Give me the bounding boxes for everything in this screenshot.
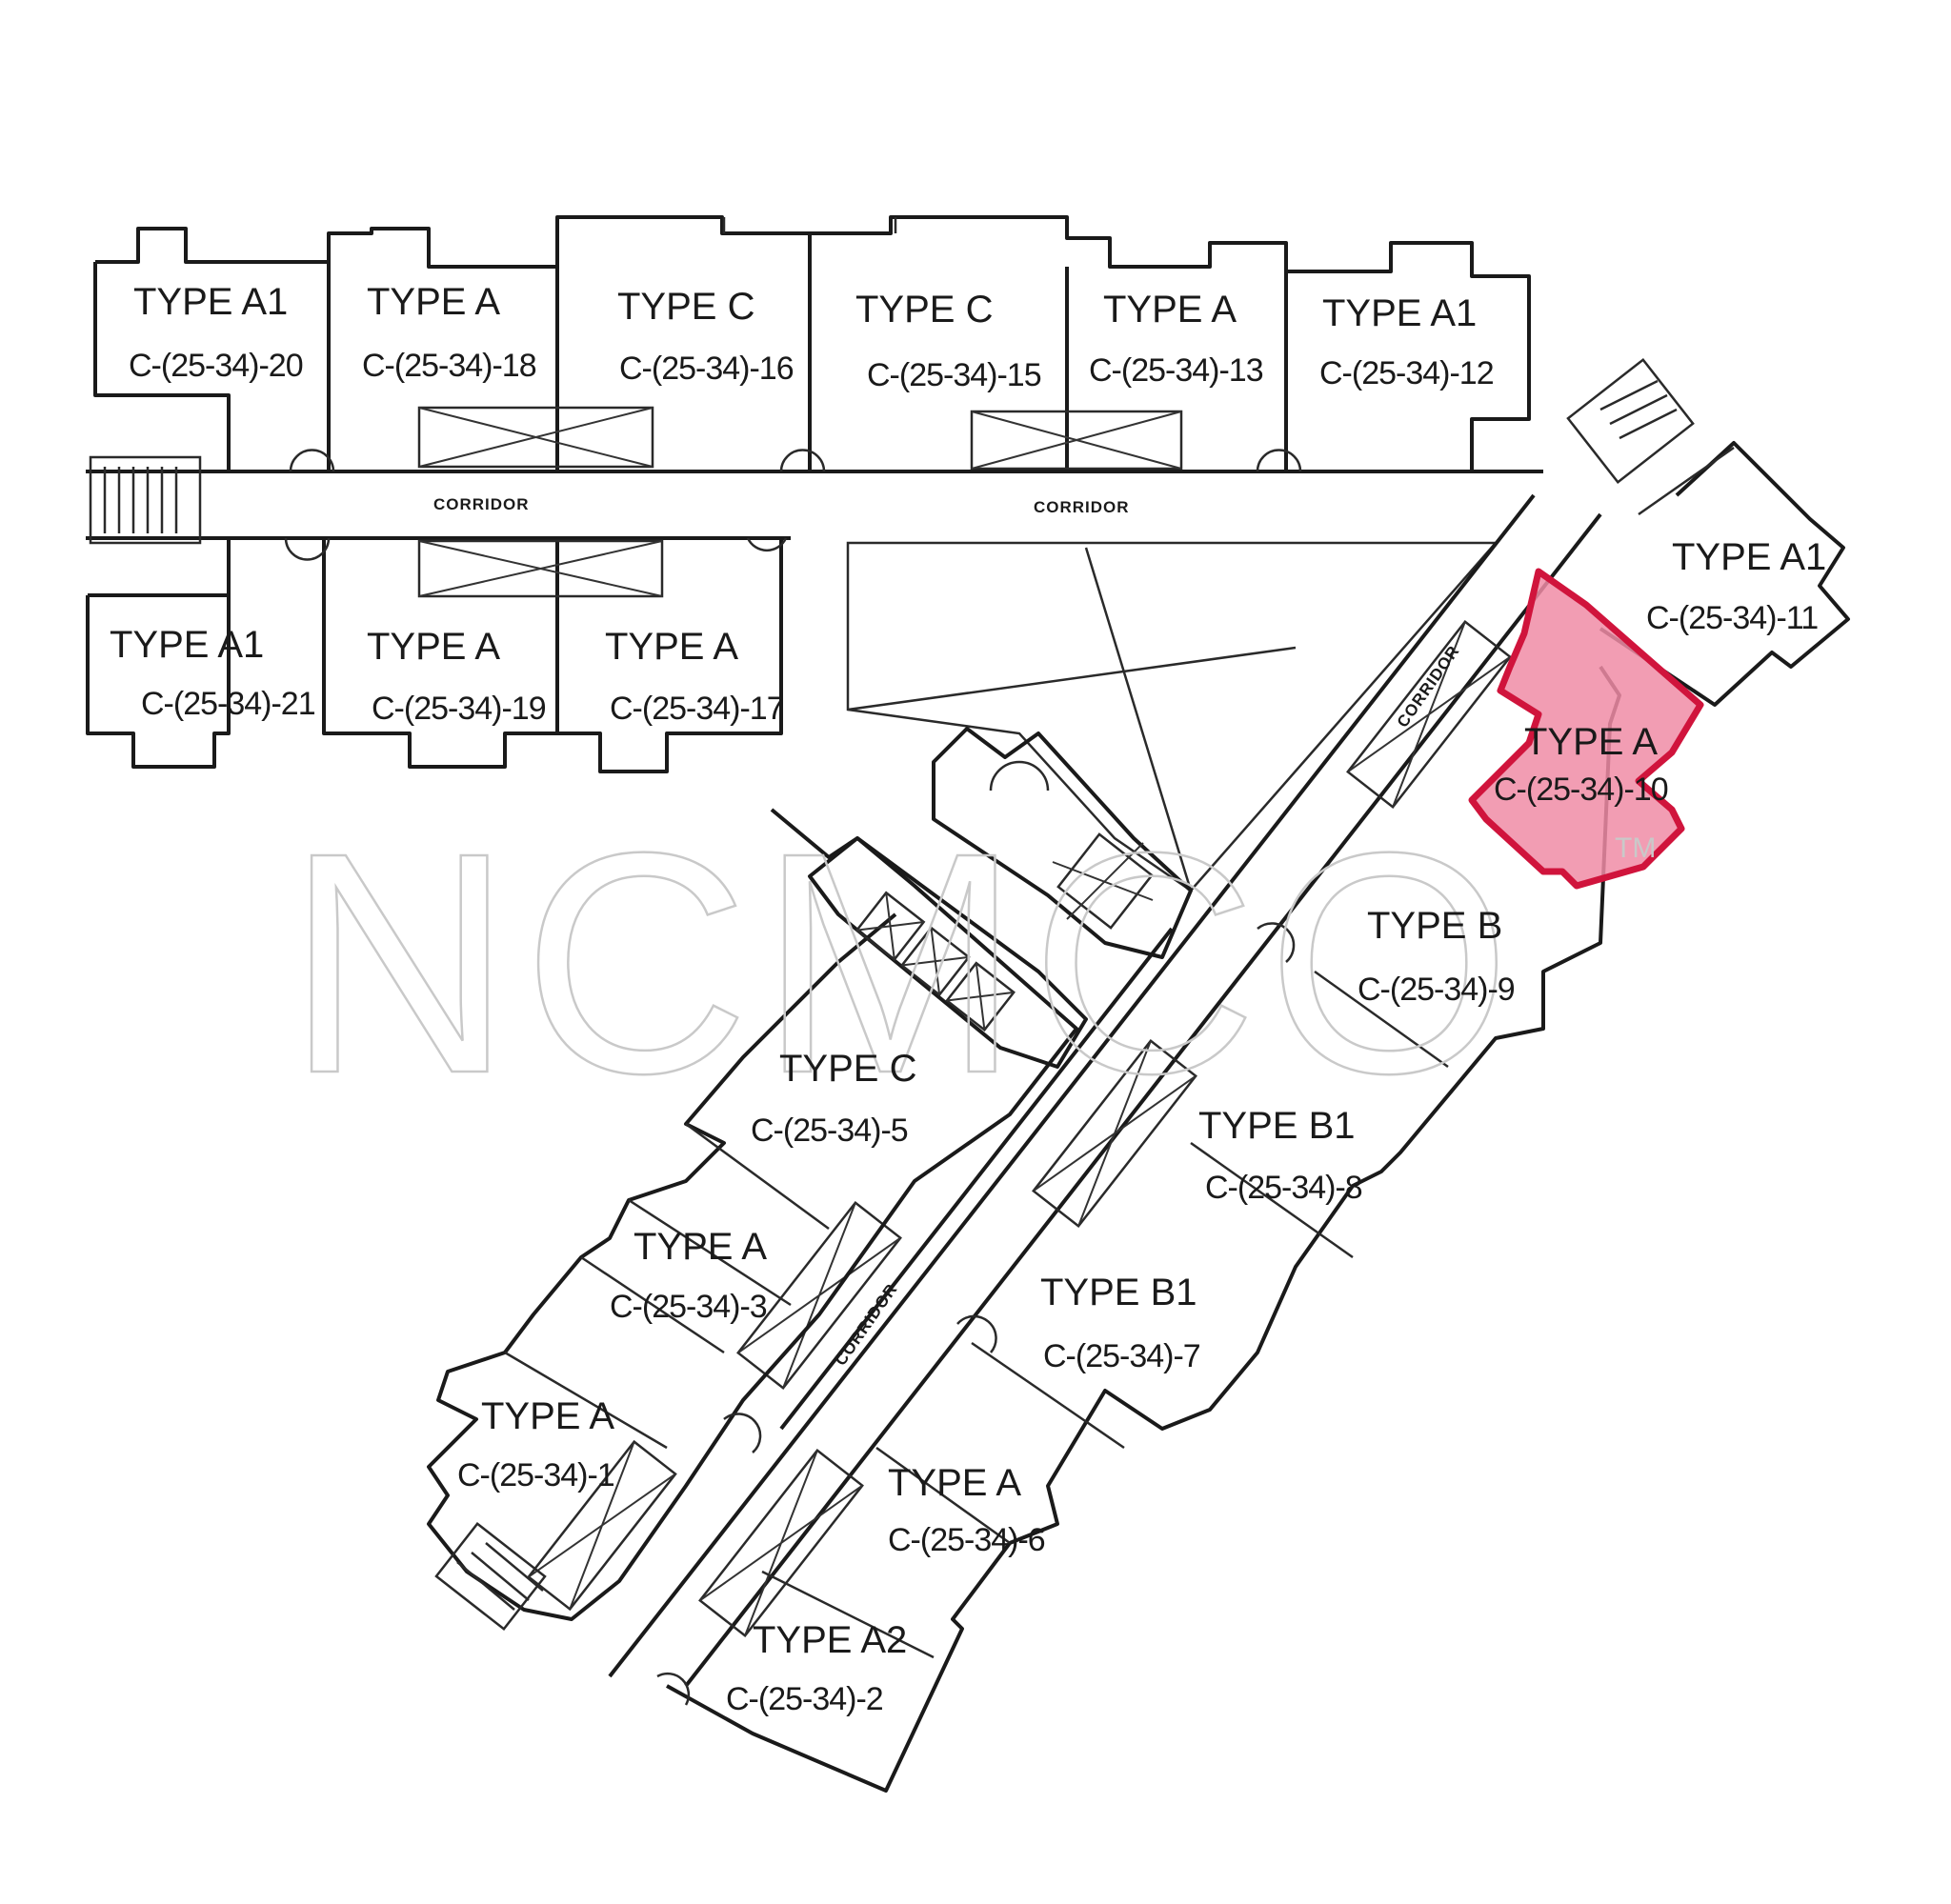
- unit-type-label: TYPE A: [367, 281, 500, 323]
- watermark-text: NCMCO: [286, 787, 1521, 1138]
- unit-code-label: C-(25-34)-21: [141, 686, 315, 722]
- unit-type-label: TYPE A: [605, 626, 738, 668]
- unit-type-label: TYPE A1: [133, 281, 288, 323]
- unit-code-label: C-(25-34)-7: [1043, 1338, 1200, 1374]
- unit-9: TYPE B C-(25-34)-9: [1358, 905, 1516, 1008]
- unit-code-label: C-(25-34)-1: [457, 1457, 614, 1493]
- unit-type-label: TYPE B: [1367, 905, 1502, 947]
- unit-labels: TYPE A1 C-(25-34)-20 TYPE A C-(25-34)-18…: [110, 281, 1826, 1717]
- unit-code-label: C-(25-34)-6: [888, 1522, 1045, 1558]
- unit-21: TYPE A1 C-(25-34)-21: [110, 624, 316, 722]
- unit-17: TYPE A C-(25-34)-17: [605, 626, 785, 727]
- unit-code-label: C-(25-34)-2: [726, 1681, 883, 1717]
- unit-type-label: TYPE B1: [1040, 1272, 1197, 1313]
- north-wing: [86, 215, 1543, 773]
- unit-7: TYPE B1 C-(25-34)-7: [1040, 1272, 1201, 1374]
- unit-20: TYPE A1 C-(25-34)-20: [129, 281, 304, 384]
- unit-type-label: TYPE A1: [1322, 292, 1477, 334]
- unit-code-label: C-(25-34)-16: [619, 351, 794, 387]
- unit-code-label: C-(25-34)-20: [129, 348, 303, 384]
- unit-type-label: TYPE C: [617, 286, 754, 328]
- unit-1: TYPE A C-(25-34)-1: [457, 1395, 615, 1493]
- unit-type-label: TYPE A: [888, 1462, 1021, 1504]
- watermark: NCMCO TM: [285, 786, 1657, 1140]
- unit-type-label: TYPE C: [855, 289, 993, 331]
- diagonal-wing: [427, 357, 1850, 1793]
- corridor-label-west: CORRIDOR: [433, 495, 530, 513]
- unit-code-label: C-(25-34)-12: [1319, 355, 1494, 391]
- unit-code-label: C-(25-34)-3: [610, 1289, 767, 1325]
- unit-type-label: TYPE A: [1524, 721, 1658, 763]
- unit-type-label: TYPE C: [779, 1048, 916, 1090]
- unit-6: TYPE A C-(25-34)-6: [888, 1462, 1046, 1558]
- unit-2: TYPE A2 C-(25-34)-2: [726, 1619, 907, 1717]
- unit-code-label: C-(25-34)-17: [610, 691, 784, 727]
- unit-5: TYPE C C-(25-34)-5: [751, 1048, 916, 1149]
- unit-code-label: C-(25-34)-9: [1358, 972, 1515, 1008]
- unit-type-label: TYPE A: [1103, 289, 1237, 331]
- unit-code-label: C-(25-34)-18: [362, 348, 536, 384]
- watermark-trademark: TM: [1615, 832, 1656, 864]
- unit-code-label: C-(25-34)-15: [867, 357, 1041, 393]
- unit-3: TYPE A C-(25-34)-3: [610, 1226, 768, 1325]
- unit-10: TYPE A C-(25-34)-10: [1494, 721, 1669, 808]
- unit-type-label: TYPE B1: [1198, 1105, 1356, 1147]
- unit-13: TYPE A C-(25-34)-13: [1089, 289, 1264, 389]
- unit-12: TYPE A1 C-(25-34)-12: [1319, 292, 1495, 391]
- unit-11: TYPE A1 C-(25-34)-11: [1646, 536, 1826, 636]
- corridor-label-north: CORRIDOR: [1034, 498, 1130, 516]
- unit-code-label: C-(25-34)-10: [1494, 772, 1668, 808]
- unit-15: TYPE C C-(25-34)-15: [855, 289, 1042, 393]
- unit-type-label: TYPE A: [481, 1395, 614, 1437]
- unit-type-label: TYPE A1: [1672, 536, 1826, 578]
- unit-type-label: TYPE A2: [753, 1619, 907, 1661]
- unit-18: TYPE A C-(25-34)-18: [362, 281, 537, 384]
- unit-code-label: C-(25-34)-13: [1089, 352, 1263, 389]
- corridor-label-diagonal-lower: CORRIDOR: [832, 1280, 901, 1369]
- unit-code-label: C-(25-34)-11: [1646, 600, 1818, 636]
- unit-8: TYPE B1 C-(25-34)-8: [1198, 1105, 1363, 1206]
- unit-code-label: C-(25-34)-19: [372, 691, 546, 727]
- unit-16: TYPE C C-(25-34)-16: [617, 286, 794, 387]
- highlighted-unit-10[interactable]: [1468, 568, 1704, 890]
- unit-type-label: TYPE A1: [110, 624, 264, 666]
- unit-code-label: C-(25-34)-5: [751, 1112, 908, 1149]
- unit-19: TYPE A C-(25-34)-19: [367, 626, 547, 727]
- unit-code-label: C-(25-34)-8: [1205, 1170, 1362, 1206]
- unit-type-label: TYPE A: [634, 1226, 767, 1268]
- unit-type-label: TYPE A: [367, 626, 500, 668]
